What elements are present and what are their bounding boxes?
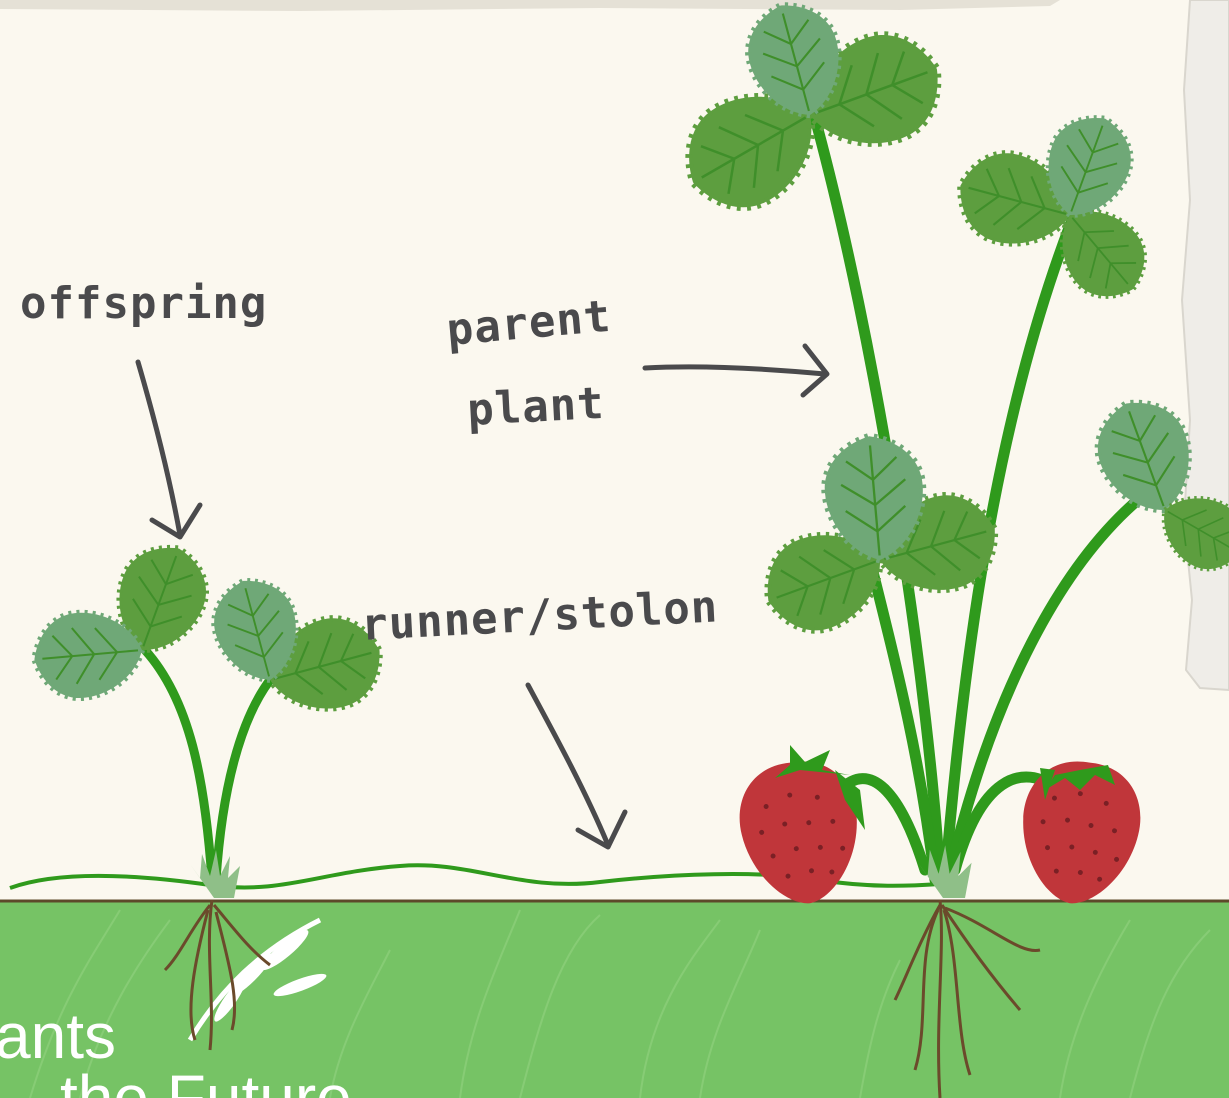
torn-paper: [1182, 0, 1229, 690]
logo-line2: the Future: [60, 1062, 352, 1098]
strawberry-left: [732, 745, 868, 911]
torn-paper-top: [0, 0, 1060, 11]
label-runner: runner/stolon: [360, 581, 720, 651]
label-offspring: offspring: [20, 278, 267, 329]
arrow-runner: [528, 685, 625, 847]
label-parent-line1: parent: [445, 291, 614, 356]
arrow-parent: [645, 346, 827, 395]
label-parent-line2: plant: [466, 378, 606, 436]
arrow-offspring: [138, 362, 200, 537]
